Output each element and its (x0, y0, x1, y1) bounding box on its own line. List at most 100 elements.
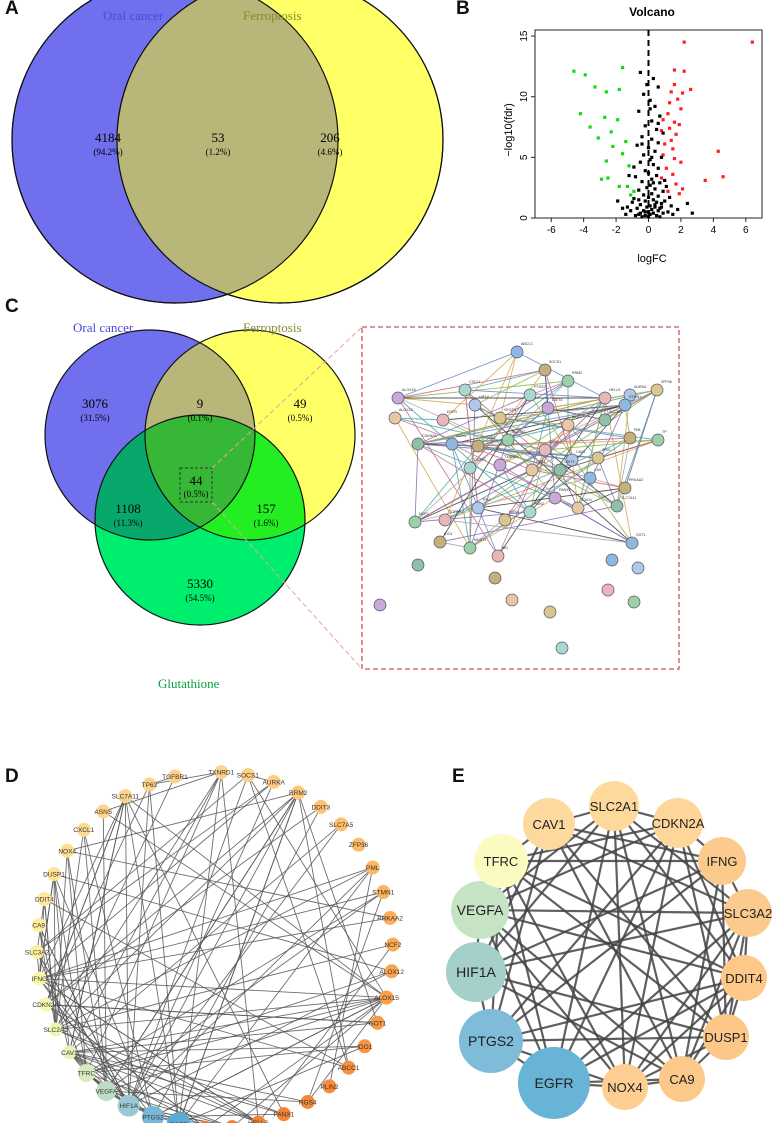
circle-network-node (47, 867, 62, 882)
ppi-edge (442, 404, 626, 421)
ppi-node (488, 571, 502, 585)
volcano-point (609, 130, 613, 134)
ppi-edge (477, 389, 658, 509)
volcano-point (648, 183, 652, 187)
volcano-point (640, 142, 644, 146)
volcano-point (617, 87, 621, 92)
circle-network-edge (39, 978, 349, 1069)
ppi-edge (554, 497, 633, 544)
volcano-point (583, 73, 587, 77)
ppi-edge (464, 369, 546, 391)
hub-network-node-label: VEGFA (457, 902, 504, 918)
circle-network-node-label: PANX1 (273, 1112, 294, 1119)
volcano-point (632, 196, 636, 201)
volcano-point (637, 212, 641, 216)
hub-network-edge (624, 912, 749, 1088)
ppi-edge (547, 389, 658, 409)
circle-network-node-label: VEGFA (95, 1088, 117, 1095)
circle-network-edge (124, 796, 130, 1106)
ppi-edge (414, 445, 479, 523)
ppi-edge (477, 439, 659, 447)
circle-network-node-label: TXNRD1 (208, 770, 234, 777)
hub-network-edge (478, 860, 503, 911)
circle-network-edge (83, 829, 107, 1092)
circle-network-edge (66, 850, 107, 1092)
hub-network-edge (677, 822, 723, 862)
circle-network-edge (69, 1052, 107, 1092)
ppi-node (538, 443, 552, 457)
circle-network-edge (152, 1116, 204, 1123)
ppi-edge (397, 351, 518, 399)
hub-network-edge (680, 912, 750, 1080)
circle-network-edge (149, 771, 222, 785)
ppi-node (463, 461, 477, 475)
circle-network-node (266, 774, 281, 789)
circle-network-edge (86, 970, 392, 1074)
circle-network-node (291, 785, 306, 800)
circle-network-edge (69, 1052, 198, 1123)
circle-network-edge (178, 792, 299, 1123)
volcano-point (624, 212, 628, 216)
ppi-edge (444, 351, 518, 521)
circle-network-edge (86, 1072, 154, 1118)
circle-network-edge (128, 784, 150, 1106)
ppi-edge (444, 437, 631, 521)
volcano-point (648, 98, 652, 102)
ppi-node (548, 491, 562, 505)
ppi-node-label: ASNS (572, 415, 582, 419)
volcano-point (656, 141, 660, 145)
circle-network-edge (53, 873, 392, 972)
circle-network-edge (69, 1051, 308, 1103)
volcano-point (616, 118, 620, 122)
circle-network-edge (106, 1090, 154, 1118)
ppi-edge (544, 369, 549, 409)
volcano-point (703, 178, 707, 182)
ppi-node-label: TGFBR1 (449, 510, 463, 514)
ppi-edge (499, 417, 659, 441)
hub-network-edge (676, 822, 728, 1038)
ppi-edge (544, 369, 549, 409)
circle-network-edge (307, 891, 384, 1103)
circle-network-edge (55, 792, 299, 1030)
volcano-point (640, 180, 644, 184)
circle-network-node-label: PLIN2 (320, 1084, 338, 1091)
ppi-node (618, 481, 632, 495)
circle-network-edge (102, 811, 107, 1091)
ppi-edge (547, 394, 631, 409)
ppi-node-label: PML (634, 428, 641, 432)
ppi-edge (499, 464, 633, 544)
circle-network-node-label: SLC3A2 (25, 949, 50, 956)
circle-network-node-label: RGS4 (299, 1099, 317, 1106)
volcano-point (656, 209, 660, 213)
venn3-only1-percent: (31.5%) (80, 413, 109, 423)
hub-network-edge (613, 805, 745, 979)
volcano-point (643, 169, 647, 173)
hub-network-edge (624, 1036, 727, 1088)
circle-network-node (77, 1064, 96, 1083)
volcano-point (677, 192, 681, 196)
circle-network-edge (55, 944, 394, 1030)
ppi-edge (477, 439, 659, 509)
circle-network-edge (128, 781, 275, 1106)
ppi-edge (507, 407, 549, 441)
ppi-node-label: TXNRD1 (504, 455, 518, 459)
ppi-node (598, 391, 612, 405)
venn3-only2-count: 49 (294, 396, 307, 411)
ppi-edge (469, 497, 556, 549)
hub-network-node (518, 1047, 590, 1119)
volcano-point (656, 194, 660, 198)
ppi-node (493, 458, 507, 472)
circle-network-edge (38, 874, 55, 979)
hub-network-edge (724, 977, 746, 1038)
ppi-node-label: MGST1 (474, 538, 486, 542)
volcano-point (593, 85, 597, 89)
circle-network-edge (247, 774, 274, 783)
volcano-point (653, 203, 657, 207)
ppi-edge (451, 443, 599, 459)
volcano-point (664, 166, 668, 170)
circle-network-node (300, 1094, 315, 1109)
volcano-point (651, 163, 655, 167)
volcano-point (676, 97, 680, 101)
volcano-point (658, 206, 662, 210)
